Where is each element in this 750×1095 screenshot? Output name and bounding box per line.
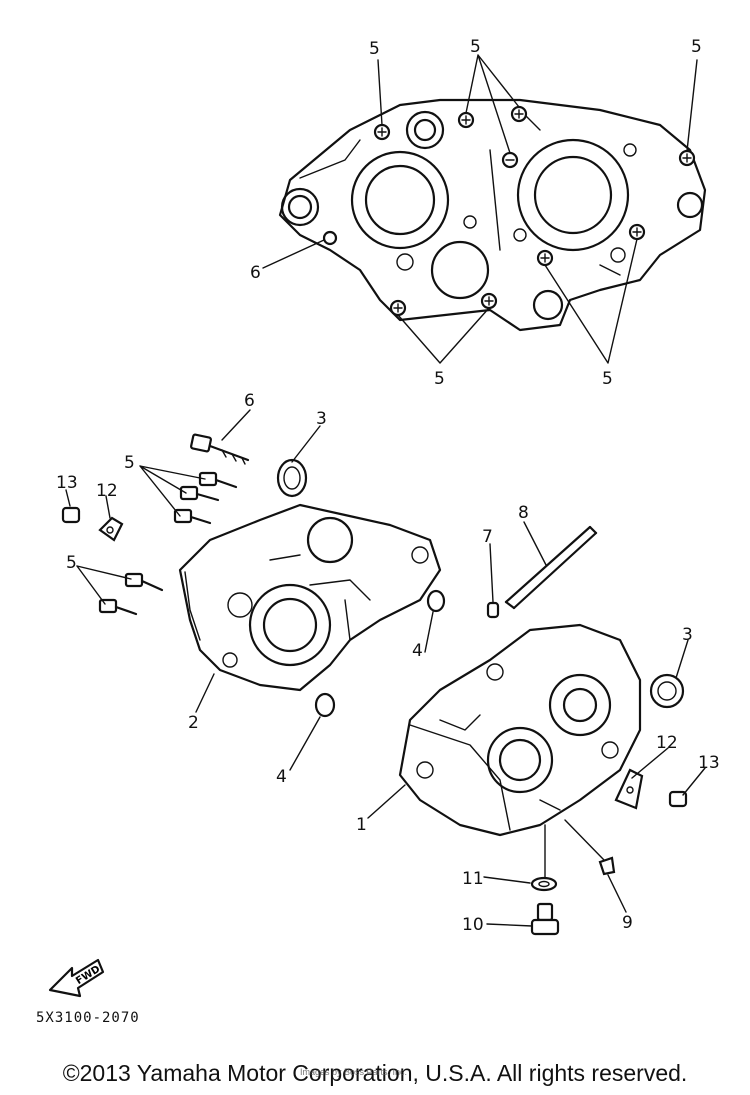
bolt-6 (190, 433, 250, 465)
callout-5: 5 (124, 453, 135, 473)
washer-11 (530, 876, 558, 892)
callout-3: 3 (682, 625, 693, 645)
dowel-4-upper (426, 589, 446, 613)
callout-8: 8 (518, 503, 529, 523)
watermark-text: Images by Boss Parts, Inc. (300, 1067, 408, 1077)
crank-bearing-bore-left (350, 150, 450, 250)
callout-7: 7 (482, 527, 493, 547)
callout-13: 13 (56, 473, 78, 493)
part-9 (598, 856, 616, 876)
crankcase-assembly-top (262, 54, 707, 364)
callout-5: 5 (602, 369, 613, 389)
screw-13-right (668, 790, 688, 808)
callout-6: 6 (244, 391, 255, 411)
shaft-seal-top (405, 110, 445, 150)
screw-13-left (61, 506, 81, 524)
plate-12-right (614, 768, 644, 810)
dowel-4-lower (314, 692, 336, 718)
callout-5: 5 (369, 39, 380, 59)
callout-6: 6 (250, 263, 261, 283)
callout-1: 1 (356, 815, 367, 835)
callout-5: 5 (470, 37, 481, 57)
collar-3-right (649, 673, 685, 709)
callout-5: 5 (66, 553, 77, 573)
pin-8 (504, 525, 598, 610)
callout-11: 11 (462, 869, 484, 889)
callout-2: 2 (188, 713, 199, 733)
part-number: 5X3100-2070 (36, 1010, 140, 1026)
plate-12-left (98, 516, 124, 542)
callout-5: 5 (434, 369, 445, 389)
forward-arrow-icon: FWD (48, 958, 105, 998)
copyright-notice: ©2013 Yamaha Motor Corporation, U.S.A. A… (62, 1060, 688, 1086)
crank-bearing-bore-right (516, 138, 630, 252)
bolt-hole-markers (322, 105, 696, 317)
callout-12: 12 (96, 481, 118, 501)
callout-4: 4 (412, 641, 423, 661)
callout-5: 5 (691, 37, 702, 57)
shaft-seal-left (280, 187, 320, 227)
callout-13: 13 (698, 753, 720, 773)
leader-lines (65, 409, 706, 927)
part-7 (486, 601, 500, 619)
crankcase-left-half (178, 503, 442, 692)
callout-10: 10 (462, 915, 484, 935)
bolts-5-group (98, 471, 238, 616)
collar-3-left (276, 458, 308, 498)
callout-4: 4 (276, 767, 287, 787)
drain-bolt-10 (530, 902, 560, 936)
callout-9: 9 (622, 913, 633, 933)
callout-3: 3 (316, 409, 327, 429)
callout-12: 12 (656, 733, 678, 753)
crankcase-right-half (398, 623, 642, 837)
